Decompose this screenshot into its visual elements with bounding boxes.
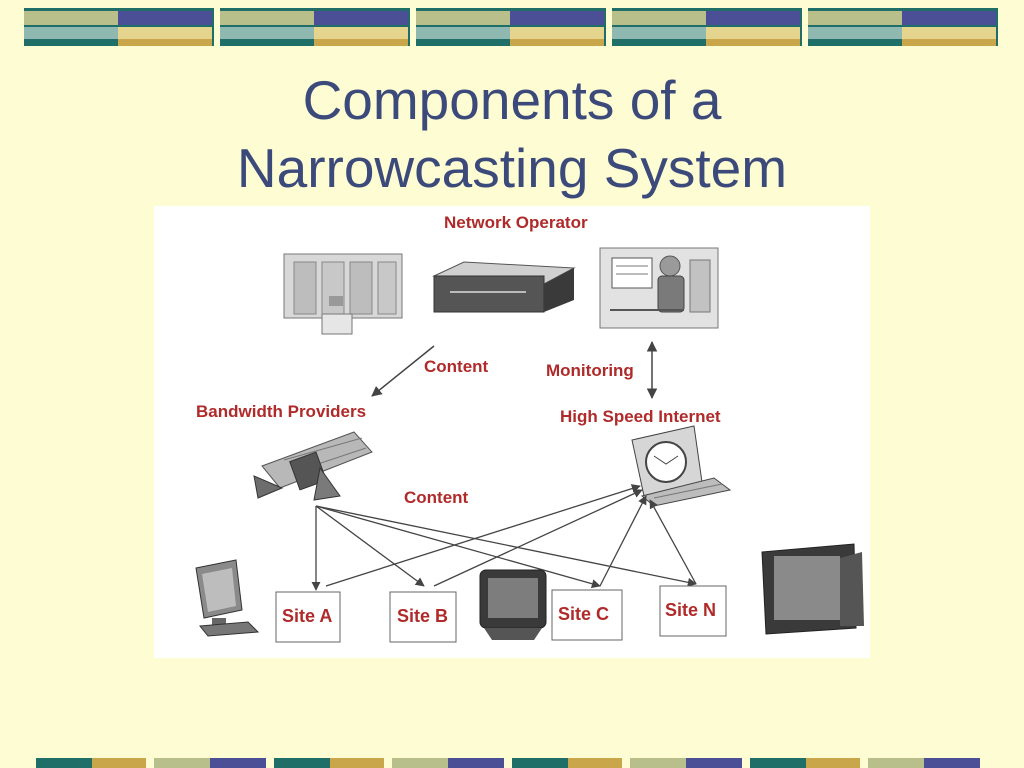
site-label-n: Site N [665, 600, 716, 620]
site-box-c: Site C [551, 589, 623, 641]
bandwidth-providers-label: Bandwidth Providers [196, 402, 366, 421]
crt-monitor-icon [479, 569, 547, 640]
satellite-icon [253, 431, 373, 501]
diagram-canvas: Network Operator Content Monitoring Band… [195, 213, 864, 643]
site-box-n: Site N [659, 585, 727, 637]
computer-monitor-icon [631, 425, 732, 507]
bottom-band-tile [274, 758, 504, 768]
bottom-band-tile [750, 758, 980, 768]
title-line-2: Narrowcasting System [236, 137, 788, 199]
top-decorative-band [24, 8, 998, 46]
site-label-b: Site B [397, 606, 448, 626]
operator-workstation-icon [599, 247, 719, 329]
slide-title: Components of a Narrowcasting System [0, 66, 1024, 202]
band-tile [416, 8, 606, 46]
network-operator-label: Network Operator [444, 213, 588, 232]
distribution-arrows [311, 484, 697, 591]
bottom-band-tile [512, 758, 742, 768]
site-label-c: Site C [558, 604, 609, 624]
band-tile [612, 8, 802, 46]
narrowcasting-diagram: Network Operator Content Monitoring Band… [154, 206, 870, 658]
bottom-band-tile [36, 758, 266, 768]
site-box-b: Site B [389, 591, 457, 643]
band-tile [808, 8, 998, 46]
network-appliance-icon [432, 261, 576, 313]
site-label-a: Site A [282, 606, 332, 626]
band-tile [220, 8, 410, 46]
content-label-mid: Content [404, 488, 469, 507]
title-line-1: Components of a [302, 69, 722, 131]
bottom-decorative-band [36, 758, 980, 768]
monitoring-label: Monitoring [546, 361, 634, 380]
content-arrow-top [371, 345, 435, 397]
flat-monitor-icon [195, 559, 260, 637]
high-speed-internet-label: High Speed Internet [560, 407, 721, 426]
content-label-top: Content [424, 357, 489, 376]
site-box-a: Site A [275, 591, 341, 643]
television-icon [761, 543, 864, 635]
band-tile [24, 8, 214, 46]
server-room-icon [283, 253, 403, 335]
